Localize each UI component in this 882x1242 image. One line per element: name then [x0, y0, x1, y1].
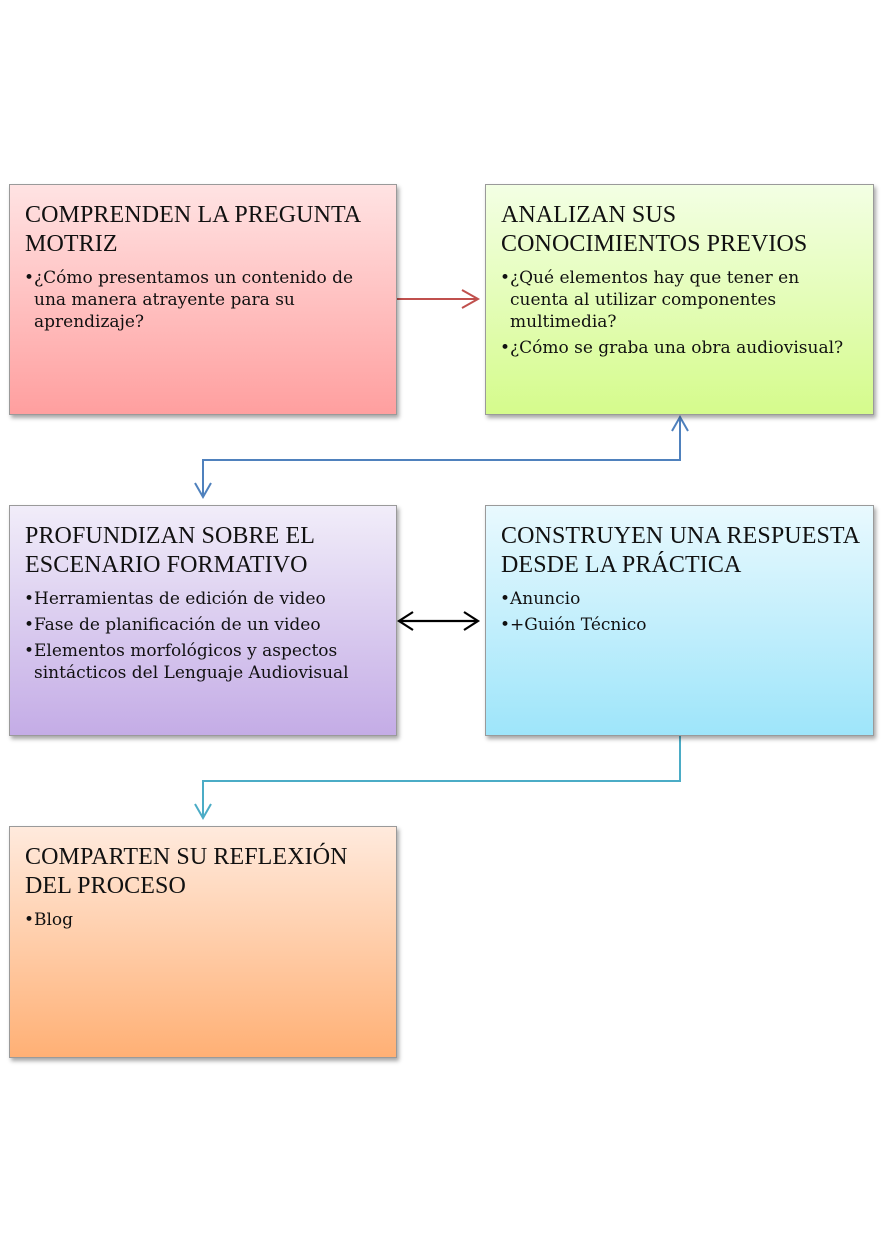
bullet-item: Blog [24, 909, 384, 931]
bullet-list: Anuncio +Guión Técnico [500, 588, 861, 636]
bullet-item: Elementos morfológicos y aspectos sintác… [24, 640, 384, 684]
arrow-question-to-prior [397, 289, 481, 309]
bullet-item: Herramientas de edición de video [24, 588, 384, 610]
bullet-item: Anuncio [500, 588, 861, 610]
arrow-prior-to-deepen [194, 414, 689, 500]
arrow-build-to-share [194, 736, 681, 821]
bullet-list: ¿Qué elementos hay que tener en cuenta a… [500, 267, 861, 359]
box-title: COMPRENDEN LA PREGUNTA MOTRIZ [25, 202, 360, 257]
bullet-list: ¿Cómo presentamos un contenido de una ma… [24, 267, 384, 333]
box-title: CONSTRUYEN UNA RESPUESTA DESDE LA PRÁCTI… [501, 523, 859, 578]
bullet-item: ¿Qué elementos hay que tener en cuenta a… [500, 267, 861, 333]
box-deepen-scenario: PROFUNDIZAN SOBRE EL ESCENARIO FORMATIVO… [9, 505, 397, 736]
bullet-list: Blog [24, 909, 384, 931]
bullet-list: Herramientas de edición de video Fase de… [24, 588, 384, 684]
bullet-item: +Guión Técnico [500, 614, 861, 636]
bullet-item: Fase de planificación de un video [24, 614, 384, 636]
arrow-deepen-build [396, 611, 481, 631]
box-build-response: CONSTRUYEN UNA RESPUESTA DESDE LA PRÁCTI… [485, 505, 874, 736]
box-title: PROFUNDIZAN SOBRE EL ESCENARIO FORMATIVO [25, 523, 315, 578]
box-title: COMPARTEN SU REFLEXIÓN DEL PROCESO [25, 844, 348, 899]
box-driving-question: COMPRENDEN LA PREGUNTA MOTRIZ ¿Cómo pres… [9, 184, 397, 415]
bullet-item: ¿Cómo presentamos un contenido de una ma… [24, 267, 384, 333]
box-title: ANALIZAN SUS CONOCIMIENTOS PREVIOS [501, 202, 808, 257]
bullet-item: ¿Cómo se graba una obra audiovisual? [500, 337, 861, 359]
box-prior-knowledge: ANALIZAN SUS CONOCIMIENTOS PREVIOS ¿Qué … [485, 184, 874, 415]
box-share-reflection: COMPARTEN SU REFLEXIÓN DEL PROCESO Blog [9, 826, 397, 1058]
